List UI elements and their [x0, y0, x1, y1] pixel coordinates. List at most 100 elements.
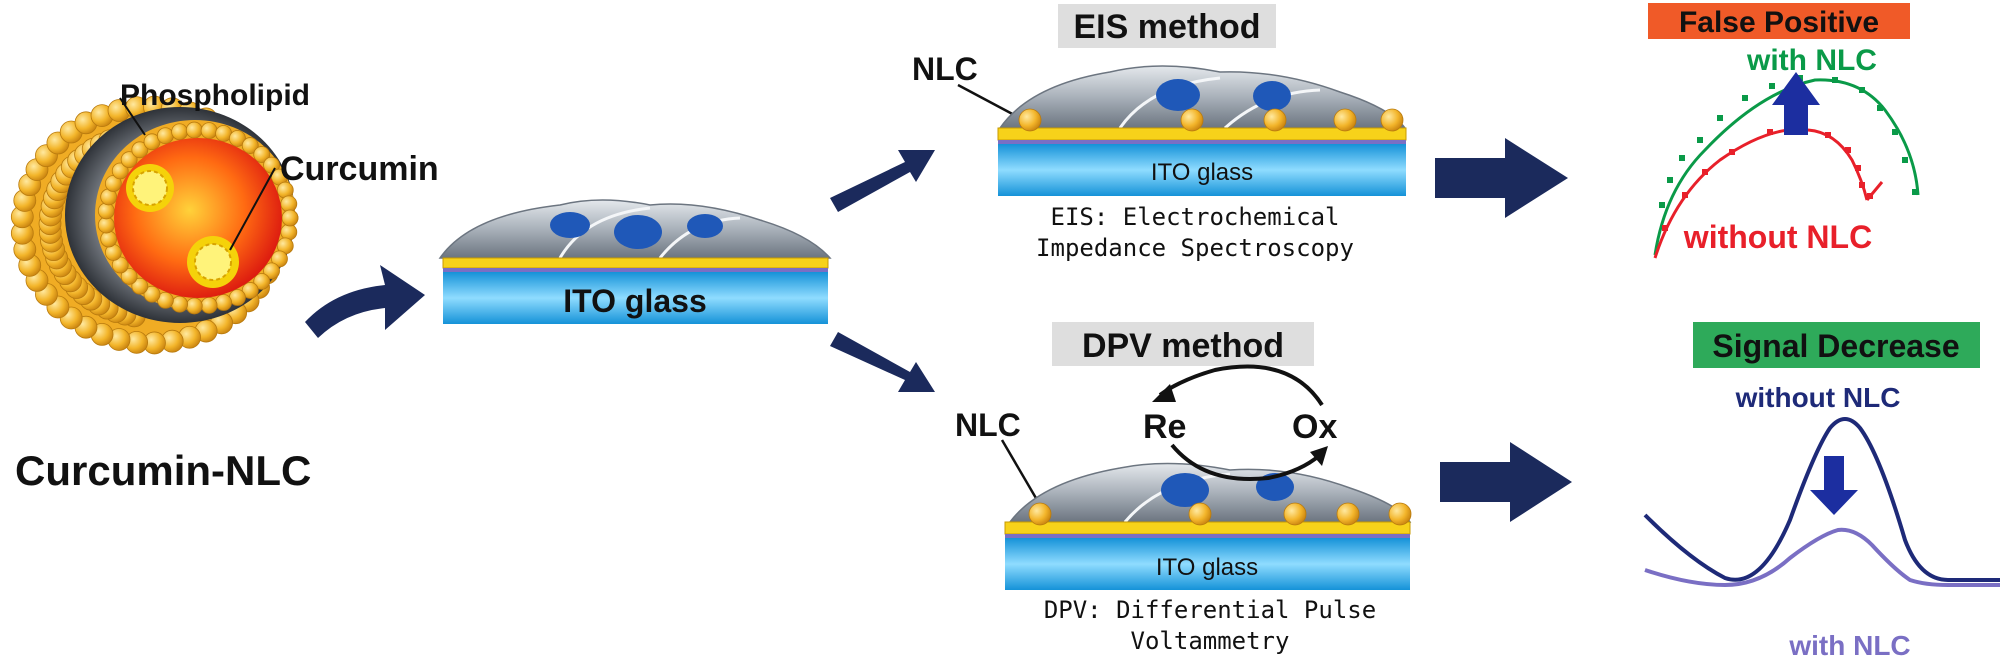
arrow-to-dpv	[830, 332, 935, 392]
lipid-bead	[100, 230, 118, 248]
nlc-bead-icon	[1180, 108, 1204, 132]
lipid-bead	[131, 277, 149, 295]
eis-ito-slab	[998, 144, 1406, 196]
with-nlc-point	[1697, 137, 1703, 143]
lipid-bead	[241, 137, 259, 154]
with-nlc-point	[1832, 77, 1838, 83]
curcumin-label: Curcumin	[280, 150, 439, 188]
lipid-bead	[200, 296, 218, 314]
curcumin-cluster-1	[126, 164, 174, 212]
nucleus-icon	[1156, 79, 1200, 111]
curcumin-cluster-2	[187, 236, 239, 288]
lipid-bead	[281, 209, 299, 227]
without-nlc-point	[1682, 192, 1688, 198]
eis-caption-line2: Impedance Spectroscopy	[1036, 234, 1354, 262]
decrease-arrow-icon	[1810, 456, 1858, 515]
eis-nlc-beads	[1018, 108, 1404, 132]
curcumin-leader-line	[229, 167, 276, 251]
with-nlc-point	[1892, 129, 1898, 135]
nlc-bead-icon	[1336, 502, 1360, 526]
eis-ito-label: ITO glass	[1151, 159, 1253, 186]
with-nlc-point	[1912, 189, 1918, 195]
dpv-without-nlc-label: without NLC	[1735, 382, 1901, 413]
lipid-bead	[280, 223, 298, 241]
ito-glass-label: ITO glass	[563, 283, 706, 319]
signal-decrease-title: Signal Decrease	[1712, 328, 1959, 364]
dpv-ito-slab	[1005, 538, 1410, 590]
with-nlc-point	[1859, 87, 1865, 93]
with-nlc-point	[1769, 83, 1775, 89]
curcumin-nlc-label: Curcumin-NLC	[15, 447, 311, 494]
without-nlc-point	[1845, 147, 1851, 153]
lipid-bead	[229, 130, 246, 147]
nlc-bead-icon	[1018, 108, 1042, 132]
eis-caption-line1: EIS: Electrochemical	[1051, 203, 1340, 231]
redox-bottom-arrowhead	[1310, 446, 1328, 466]
lipid-bead	[263, 262, 280, 280]
lipid-bead	[120, 267, 138, 285]
inner-lipid-beads	[97, 121, 299, 315]
eis-title: EIS method	[1073, 8, 1260, 46]
without-nlc-point	[1662, 225, 1668, 231]
lipid-bead	[120, 151, 138, 169]
lipid-bead	[253, 146, 271, 163]
dpv-cell-layer	[1008, 462, 1412, 523]
nlc-bead-icon	[1388, 502, 1412, 526]
with-nlc-point	[1659, 202, 1665, 208]
lipid-bead	[185, 297, 203, 315]
arrow-eis-to-result	[1435, 138, 1568, 218]
false-positive-title: False Positive	[1679, 6, 1879, 39]
nlc-bead-icon	[1028, 502, 1052, 526]
lipid-bead	[97, 202, 115, 220]
lipid-bead	[131, 141, 149, 159]
nlc-bead-icon	[1283, 502, 1307, 526]
arrow-to-eis	[830, 150, 935, 212]
without-nlc-point	[1859, 182, 1865, 188]
nucleus-icon	[1253, 81, 1291, 111]
arrow-to-cells	[305, 265, 425, 338]
dpv-with-nlc-label: with NLC	[1788, 630, 1910, 661]
without-nlc-point	[1729, 149, 1735, 155]
cell-substrate	[438, 199, 832, 324]
dpv-nlc-beads	[1028, 502, 1412, 526]
curcumin-nlc-particle	[10, 95, 299, 355]
lipid-bead	[143, 285, 161, 303]
eis-title-box	[1058, 4, 1276, 48]
signal-decrease-banner	[1693, 322, 1980, 368]
dpv-caption-line1: DPV: Differential Pulse	[1044, 596, 1376, 624]
lipid-bead	[185, 121, 203, 139]
phospholipid-leader-line	[119, 97, 146, 136]
nlc-bead-icon	[1380, 108, 1404, 132]
with-nlc-label: with NLC	[1746, 44, 1877, 77]
gold-layer	[442, 257, 829, 269]
eis-nlc-label: NLC	[912, 51, 978, 87]
phospholipid-label: Phospholipid	[120, 79, 310, 112]
dpv-nlc-leader	[1000, 439, 1042, 506]
with-nlc-arc	[1653, 78, 1920, 256]
dpv-electrode	[1004, 462, 1412, 590]
lipid-bead	[171, 123, 188, 141]
eis-nlc-leader	[957, 83, 1021, 120]
dpv-with-nlc-curve	[1644, 527, 2000, 588]
arrow-dpv-to-result	[1440, 442, 1572, 522]
dpv-without-nlc-curve	[1643, 417, 2000, 582]
eis-electrode	[997, 65, 1407, 196]
dpv-title: DPV method	[1082, 327, 1284, 365]
lipid-bead	[215, 294, 232, 311]
false-positive-banner	[1648, 3, 1910, 39]
lipid-bead	[171, 295, 188, 313]
lipid-bead	[156, 127, 174, 145]
lipid-bead	[271, 250, 288, 268]
nucleus-icon	[1161, 473, 1209, 507]
lipid-bead	[97, 216, 115, 234]
redox-bottom-arrow	[1170, 443, 1322, 481]
with-nlc-point	[1742, 95, 1748, 101]
redox-top-arrowhead	[1152, 384, 1176, 402]
without-nlc-point	[1855, 165, 1861, 171]
increase-arrow-icon	[1772, 72, 1820, 135]
without-nlc-point	[1867, 193, 1873, 199]
with-nlc-point	[1902, 157, 1908, 163]
lipid-bead	[111, 162, 129, 180]
without-nlc-point	[1825, 132, 1831, 138]
without-nlc-point	[1767, 129, 1773, 135]
